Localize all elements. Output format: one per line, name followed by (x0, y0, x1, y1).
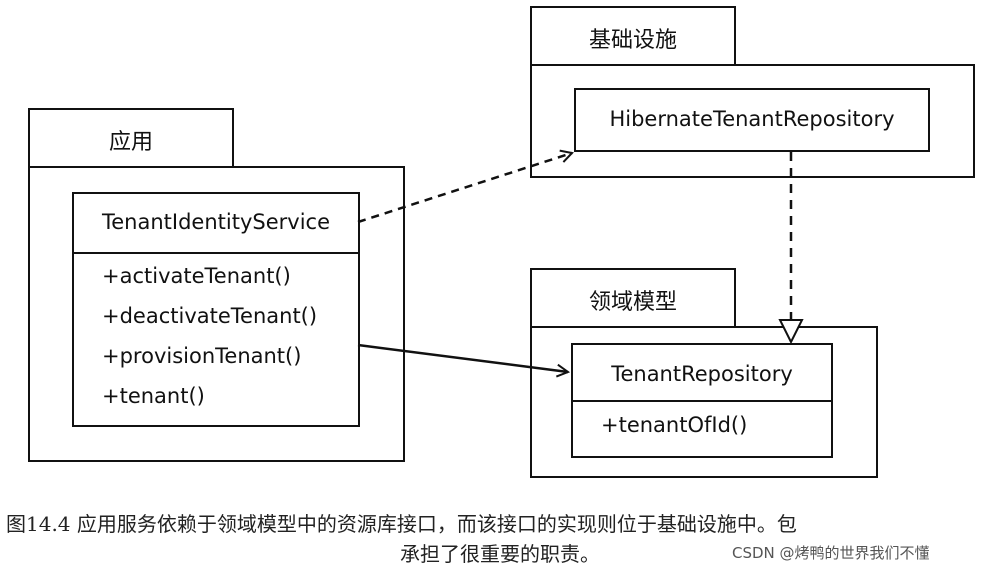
tenant-identity-service-class: TenantIdentityService +activateTenant() … (72, 192, 360, 427)
method-deactivate-tenant: +deactivateTenant() (102, 304, 318, 328)
tenant-identity-service-name: TenantIdentityService (102, 210, 330, 234)
method-provision-tenant: +provisionTenant() (102, 344, 302, 368)
figure-caption-line-2: 承担了很重要的职责。 (400, 542, 600, 566)
tenant-repository-name: TenantRepository (611, 362, 793, 386)
method-tenant-of-id: +tenantOfId() (601, 413, 748, 437)
infrastructure-package-label: 基础设施 (588, 28, 677, 53)
application-package-tab: 应用 (28, 108, 234, 168)
domain-model-package-tab: 领域模型 (530, 268, 736, 328)
method-activate-tenant: +activateTenant() (102, 264, 291, 288)
dependency-arrow-to-hibernate (357, 153, 572, 224)
realization-arrow-head (778, 319, 804, 345)
infrastructure-package-tab: 基础设施 (530, 6, 736, 66)
class-divider (573, 400, 831, 402)
tenant-repository-class: TenantRepository +tenantOfId() (571, 343, 833, 458)
hibernate-tenant-repository-name: HibernateTenantRepository (609, 107, 895, 131)
association-arrow-to-tenant-repository (357, 343, 568, 372)
method-tenant: +tenant() (102, 384, 205, 408)
domain-model-package-label: 领域模型 (588, 290, 677, 315)
csdn-watermark: CSDN @烤鸭的世界我们不懂 (732, 544, 930, 562)
application-package-label: 应用 (108, 130, 153, 155)
hibernate-tenant-repository-class: HibernateTenantRepository (574, 88, 930, 152)
class-divider (74, 252, 358, 254)
figure-caption-line-1: 图14.4 应用服务依赖于领域模型中的资源库接口，而该接口的实现则位于基础设施中… (6, 512, 797, 536)
